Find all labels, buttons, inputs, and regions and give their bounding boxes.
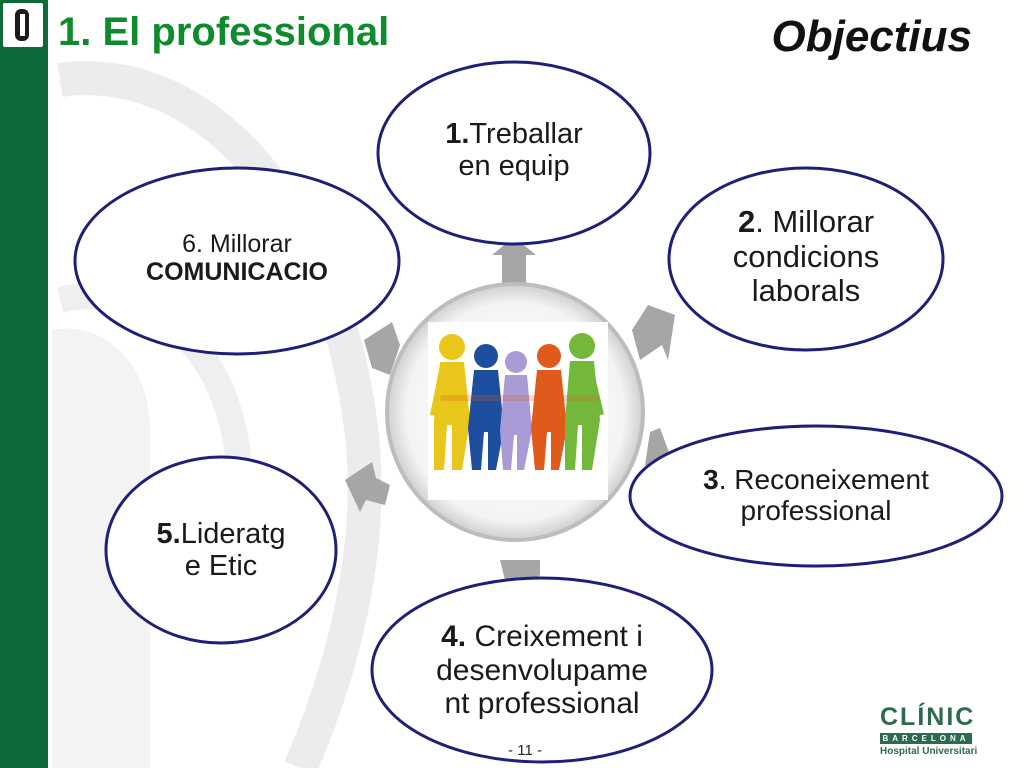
clinic-logo-subtitle: Hospital Universitari xyxy=(880,746,978,757)
page-number: - 11 - xyxy=(508,742,542,759)
arrow-to-node-5 xyxy=(345,462,390,512)
arrow-to-node-6 xyxy=(364,322,400,375)
node-5-ellipse xyxy=(104,455,338,645)
node-3-label: 3. Reconeixement professional xyxy=(703,464,929,527)
clinic-logo-city: BARCELONA xyxy=(880,733,972,744)
node-5-label: 5.Lideratg e Etic xyxy=(156,518,286,583)
arrow-to-node-1 xyxy=(492,237,536,285)
arrow-to-node-2 xyxy=(632,305,675,360)
cycle-arrows xyxy=(345,237,675,588)
node-4-label: 4. Creixement i desenvolupame nt profess… xyxy=(436,620,648,721)
objectives-heading: Objectius xyxy=(771,12,973,61)
node-6-ellipse xyxy=(73,166,401,356)
node-6-label: 6. Millorar COMUNICACIO xyxy=(146,230,328,286)
node-3-ellipse xyxy=(628,424,1004,568)
team-people-icon xyxy=(428,322,608,500)
clinic-logo-name: CLÍNIC xyxy=(880,703,976,731)
page-title: 1. El professional xyxy=(58,10,390,54)
node-2-label: 2. Millorar condicions laborals xyxy=(732,204,880,309)
node-4-ellipse xyxy=(370,576,714,764)
node-1-ellipse xyxy=(376,60,652,246)
node-1-label: 1.Treballar en equip xyxy=(445,118,583,183)
node-2-ellipse xyxy=(667,166,945,352)
clinic-logo: CLÍNIC BARCELONA Hospital Universitari xyxy=(880,703,978,757)
logo-mark xyxy=(3,3,43,47)
left-sidebar xyxy=(0,0,48,768)
logo-icon xyxy=(15,9,29,41)
